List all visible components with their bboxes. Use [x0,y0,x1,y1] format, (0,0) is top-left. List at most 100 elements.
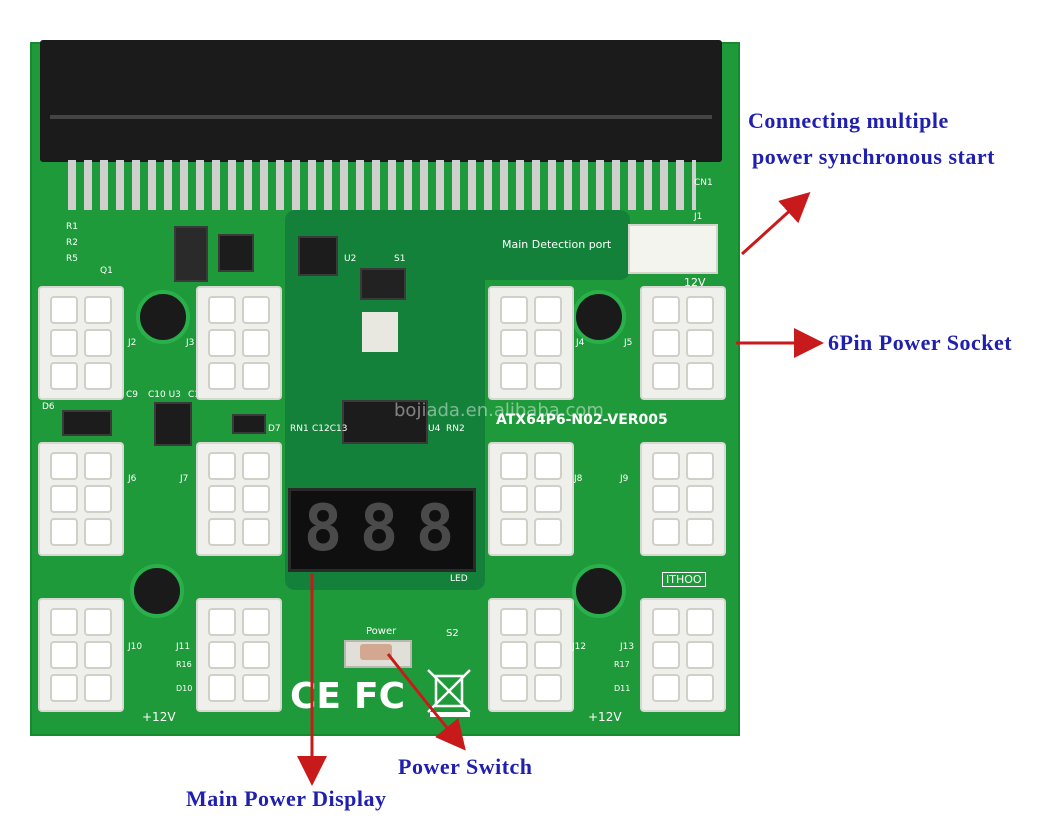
connector-pin-cell [686,518,714,546]
connector-pin-cell [242,362,270,390]
d11-label: D11 [614,684,631,693]
r2-label: R2 [66,238,78,248]
j3-label: J3 [186,338,195,348]
connector-pin-cell [84,674,112,702]
connector-pin-cell [50,452,78,480]
connector-pin-cell [686,296,714,324]
connector-pin-cell [500,518,528,546]
j8-label: J8 [574,474,583,484]
connector-pin-cell [242,296,270,324]
j9-label: J9 [620,474,629,484]
callout-socket: 6Pin Power Socket [828,330,1013,355]
callout-display: Main Power Display [186,786,387,811]
connector-pin-cell [242,485,270,513]
j1-label: J1 [694,212,703,222]
r16-label: R16 [176,660,192,669]
connector-pin-cell [50,674,78,702]
connector-pin-cell [534,518,562,546]
connector-pin-cell [500,485,528,513]
brand-label: ITHOO [662,572,706,587]
ic-u3 [154,402,192,446]
r5-label: R5 [66,254,78,264]
connector-pin-cell [686,641,714,669]
connector-pin-cell [208,518,236,546]
mounting-hole-1 [136,290,190,344]
connector-pin-cell [208,452,236,480]
r1-label: R1 [66,222,78,232]
connector-pin-cell [500,296,528,324]
edge-connector [40,40,722,162]
s2-label: S2 [446,628,459,639]
callout-connecting-line2: power synchronous start [752,144,995,169]
connector-pin-cell [84,362,112,390]
pcb-dark-trace-zone-right [430,210,630,280]
connector-pin-cell [686,608,714,636]
connector-pin-cell [208,329,236,357]
connector-pin-cell [534,641,562,669]
cn1-label: CN1 [694,178,713,188]
connector-pin-cell [50,329,78,357]
connector-pin-cell [500,674,528,702]
s1-label: S1 [394,254,406,264]
connector-pin-cell [534,452,562,480]
connector-pin-cell [500,362,528,390]
connector-pin-cell [534,608,562,636]
connector-pin-cell [84,452,112,480]
display-digit-1: 8 [303,492,343,566]
connector-pin-cell [208,608,236,636]
connector-pin-cell [686,362,714,390]
connector-pin-cell [84,296,112,324]
connector-pin-cell [50,485,78,513]
connector-pin-cell [652,362,680,390]
arrow-connecting [740,191,811,256]
connector-pin-cell [50,296,78,324]
connector-pin-cell [84,518,112,546]
connector-pin-cell [652,452,680,480]
connector-pin-cell [652,296,680,324]
connector-pin-cell [500,641,528,669]
j6-label: J6 [128,474,137,484]
d7-label: D7 [268,424,281,434]
ce-logo: CE [290,676,342,717]
ic-u4 [342,400,428,444]
connector-pin-cell [686,674,714,702]
connector-pin-cell [242,452,270,480]
detection-port [628,224,718,274]
connector-pin-cell [208,296,236,324]
rn2-label: RN2 [446,424,465,434]
connector-pin-cell [534,485,562,513]
d6-label: D6 [42,402,55,412]
connector-pin-cell [500,329,528,357]
connector-pin-cell [242,641,270,669]
board-model: ATX64P6-N02-VER005 [496,412,668,428]
u4-label: U4 [428,424,441,434]
connector-pin-cell [242,329,270,357]
connector-pin-cell [208,362,236,390]
j5-label: J5 [624,338,633,348]
connector-pin-cell [652,641,680,669]
edge-connector-slot [50,115,712,119]
connector-pin-cell [652,674,680,702]
u2-label: U2 [344,254,357,264]
mounting-hole-4 [572,564,626,618]
mounting-hole-3 [130,564,184,618]
rn1-label: RN1 [290,424,309,434]
connector-pin-cell [50,362,78,390]
j7-label: J7 [180,474,189,484]
connector-pin-cell [242,608,270,636]
connector-pin-cell [84,641,112,669]
led-label: LED [450,574,468,584]
seven-segment-display: 8 8 8 [288,488,476,572]
connector-pin-cell [652,608,680,636]
j2-label: J2 [128,338,137,348]
connector-pin-cell [500,452,528,480]
connector-pin-cell [242,674,270,702]
connector-pin-cell [84,485,112,513]
diode-d6 [62,410,112,436]
connector-j10 [38,598,124,712]
detection-port-label: Main Detection port [502,238,612,251]
connector-j8 [488,442,574,556]
connector-pin-cell [534,362,562,390]
j12-label: J12 [572,642,587,652]
